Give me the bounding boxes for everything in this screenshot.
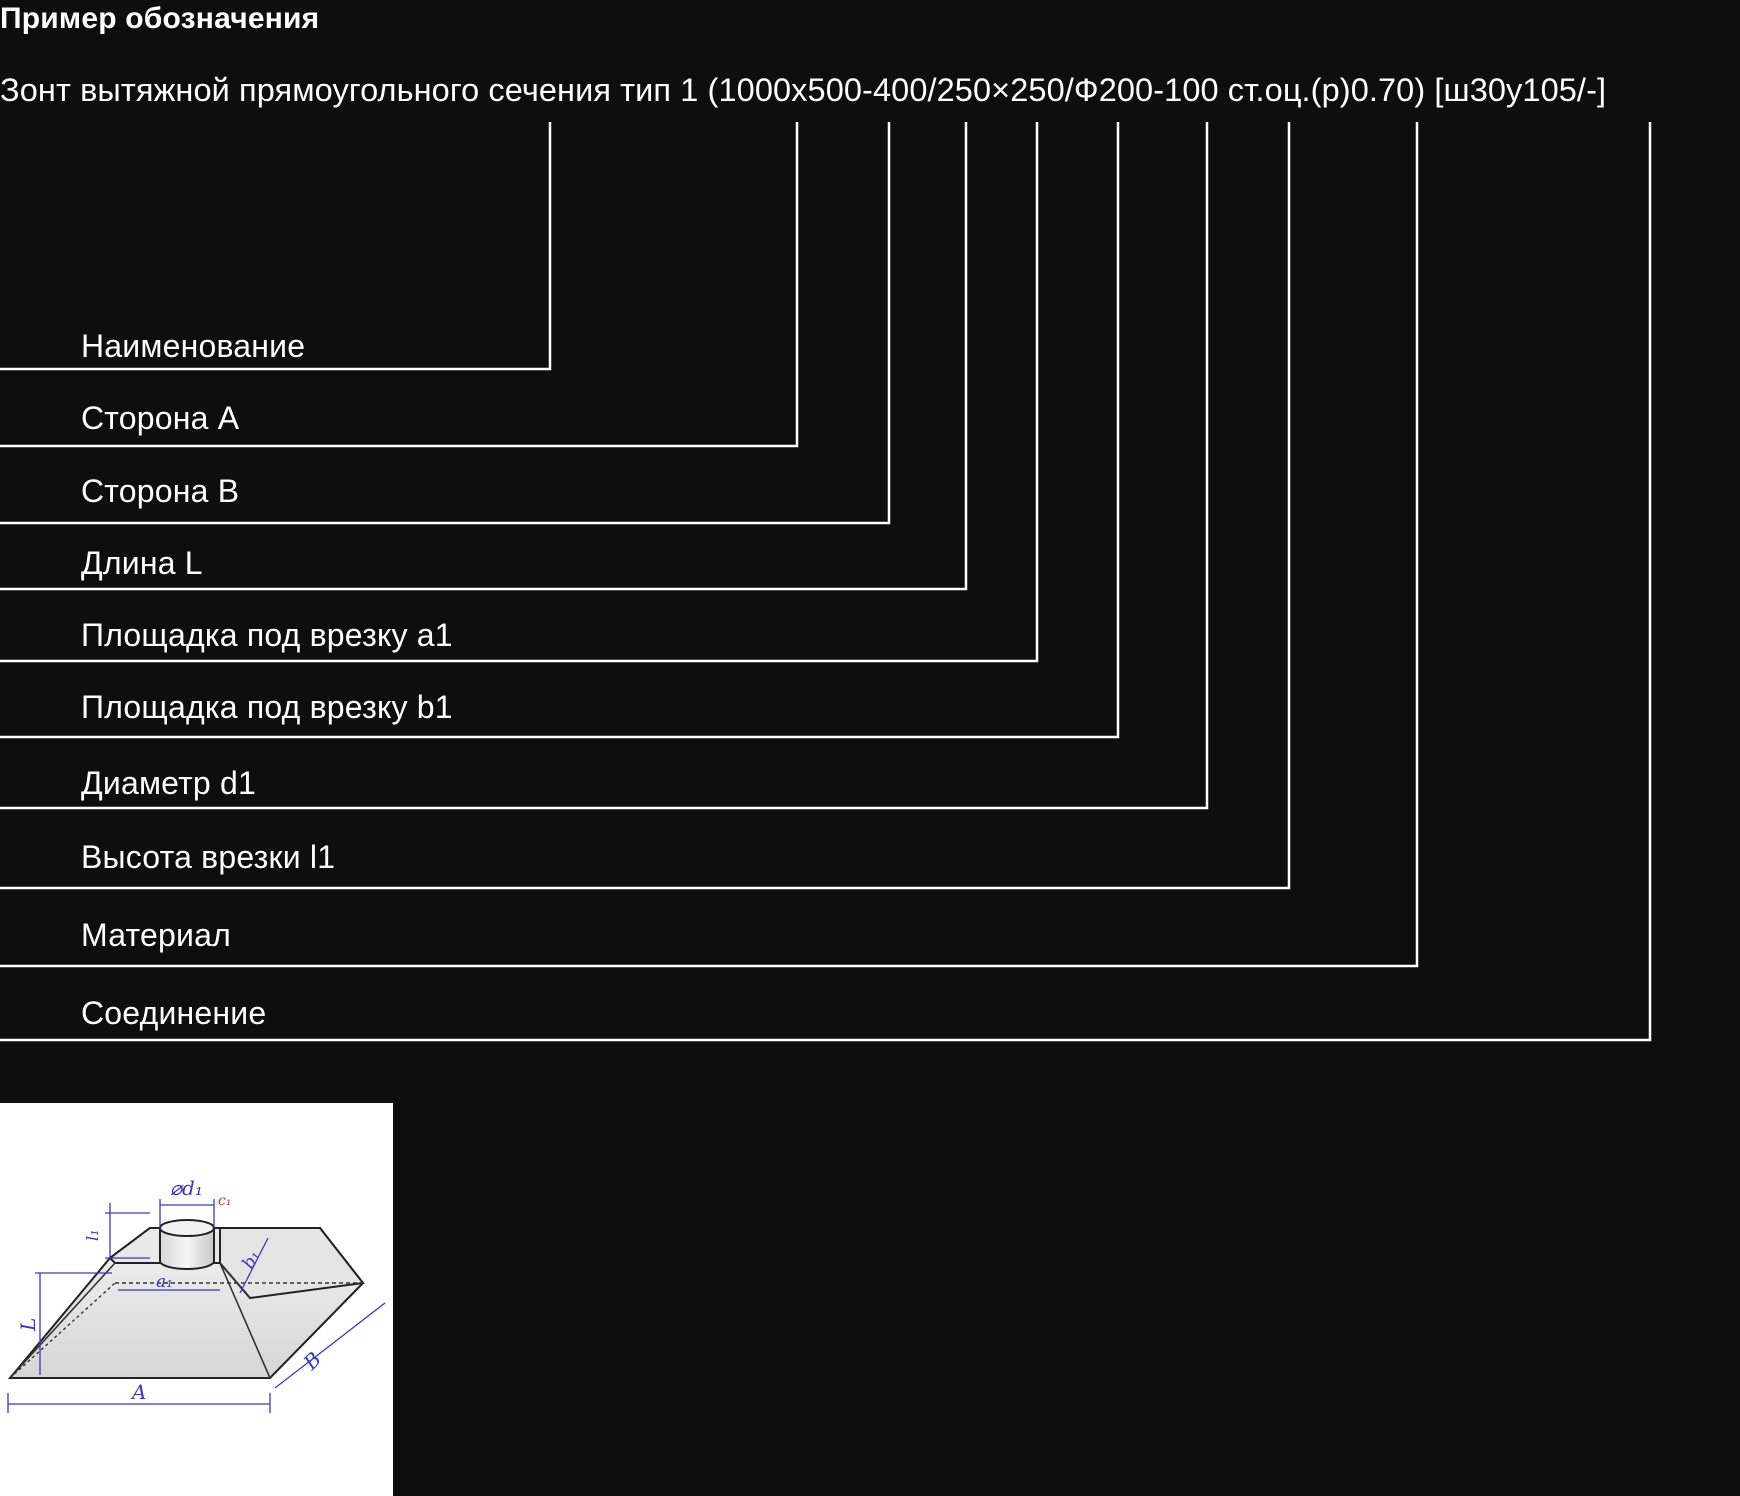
hood-drawing: ⌀d₁ l₁ L A B a₁ b₁ c₁ <box>0 1103 393 1496</box>
hood-outlet-cylinder <box>159 1219 215 1270</box>
designation-example: Зонт вытяжной прямоугольного сечения тип… <box>0 72 1607 108</box>
heading: Пример обозначения <box>0 2 320 35</box>
leader-line-connection <box>0 122 1652 1042</box>
dim-c1: c₁ <box>218 1193 231 1209</box>
leader-line-side-b <box>0 122 891 525</box>
label-length-l: Длина L <box>81 545 203 581</box>
leader-line-pad-a1 <box>0 122 1039 663</box>
dim-l: L <box>16 1318 40 1332</box>
dim-a: A <box>130 1380 146 1404</box>
leader-line-material <box>0 122 1419 968</box>
label-material: Материал <box>81 917 231 953</box>
label-diameter-d1: Диаметр d1 <box>81 765 257 801</box>
label-pad-b1: Площадка под врезку b1 <box>81 689 453 725</box>
label-side-b: Сторона В <box>81 473 240 509</box>
hood-sketch: ⌀d₁ l₁ L A B a₁ b₁ c₁ <box>7 1176 386 1413</box>
dim-d1: ⌀d₁ <box>170 1176 203 1200</box>
leader-line-height-l1 <box>0 122 1291 890</box>
label-side-a: Сторона А <box>81 400 240 436</box>
leader-lines <box>0 122 1652 1042</box>
leader-line-length-l <box>0 122 968 591</box>
dim-a1: a₁ <box>156 1272 173 1292</box>
leader-line-side-a <box>0 122 799 448</box>
leader-line-name <box>0 122 552 371</box>
dim-l1: l₁ <box>83 1229 102 1241</box>
label-height-l1: Высота врезки l1 <box>81 839 336 875</box>
label-name: Наименование <box>81 328 306 364</box>
leader-line-diameter-d1 <box>0 122 1209 810</box>
label-connection: Соединение <box>81 995 267 1031</box>
label-pad-a1: Площадка под врезку a1 <box>81 617 453 653</box>
leader-line-pad-b1 <box>0 122 1120 739</box>
